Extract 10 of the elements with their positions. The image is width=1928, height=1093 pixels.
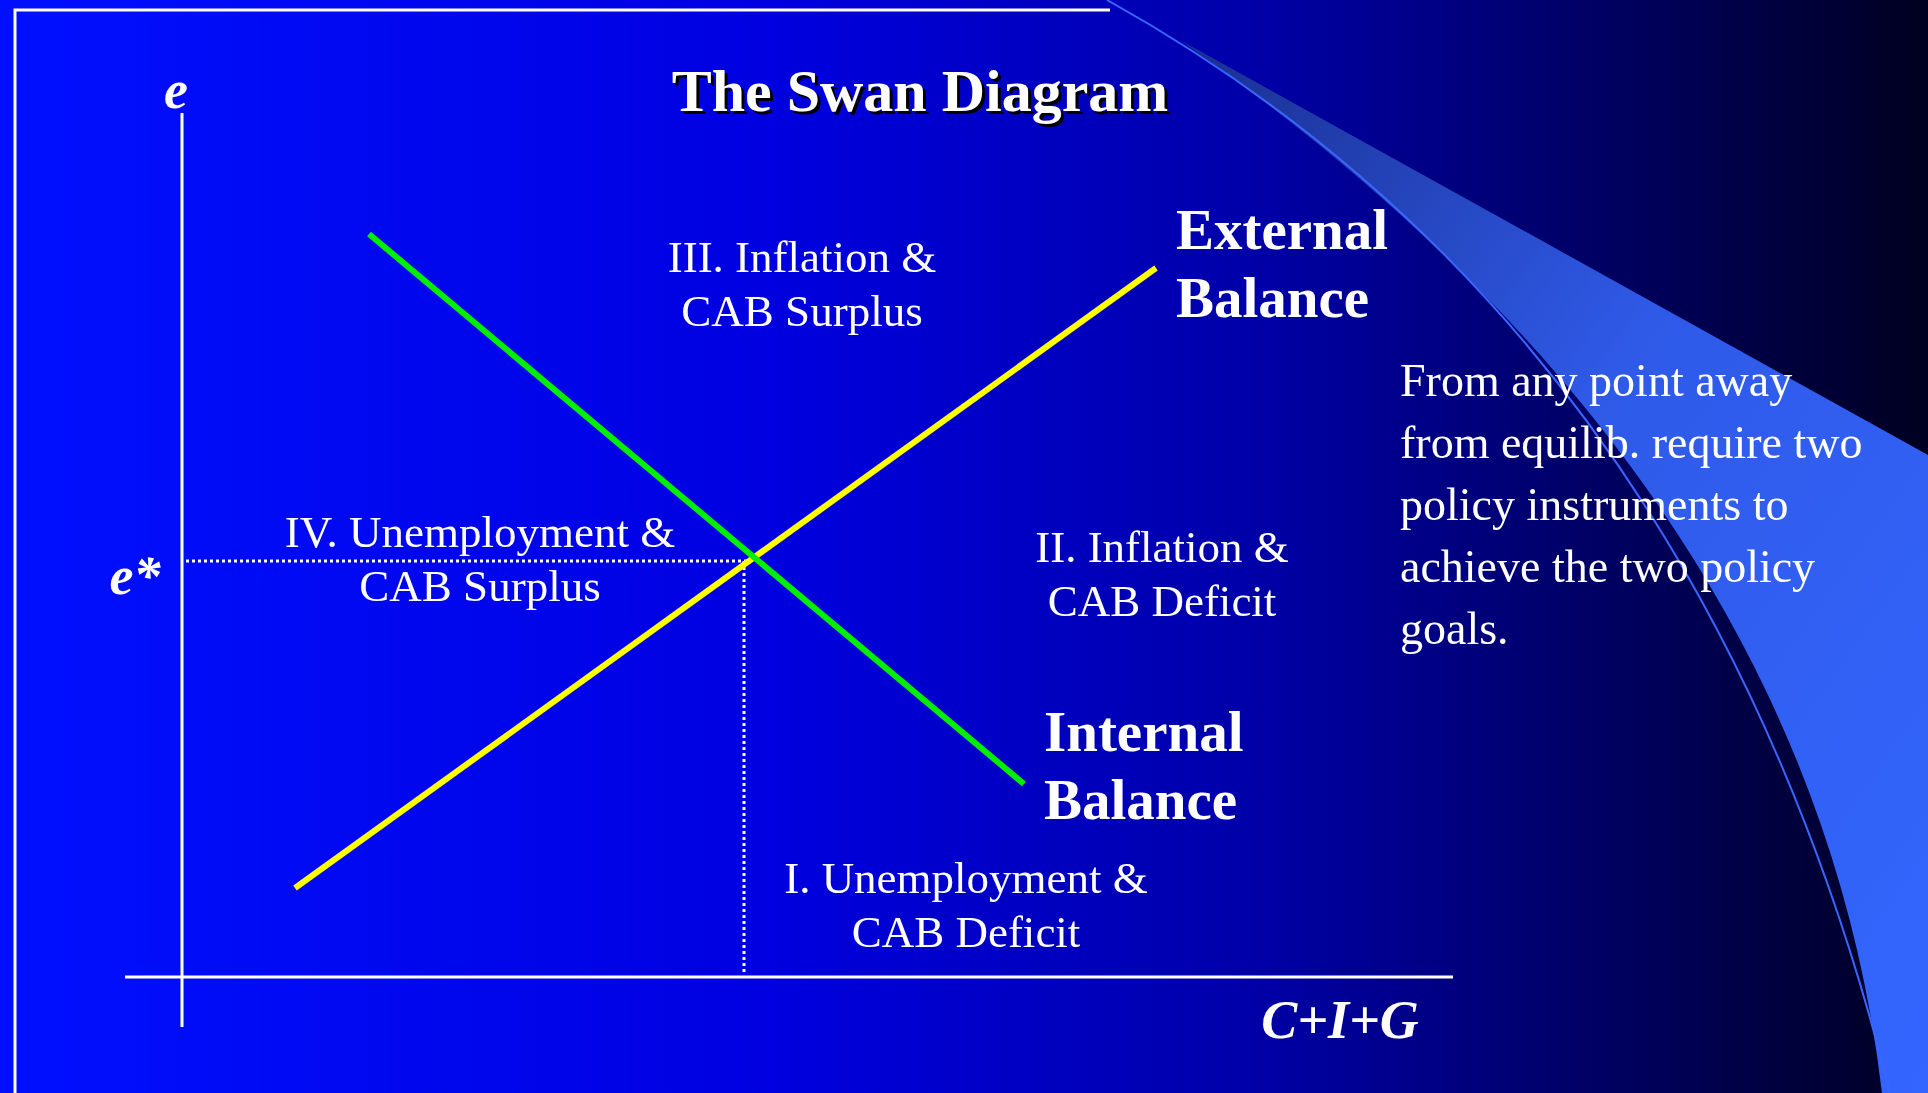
axis-label: e	[163, 60, 189, 120]
region-label: III. Inflation & CAB Surplus	[666, 231, 938, 338]
region-label: II. Inflation & CAB Deficit	[1034, 521, 1290, 628]
curve-label: External Balance	[1176, 197, 1390, 331]
axis-label: e*	[108, 546, 162, 606]
title: The Swan Diagram	[670, 58, 1170, 124]
region-label: I. Unemployment & CAB Deficit	[783, 852, 1149, 959]
axis-label: C+I+G	[1260, 990, 1420, 1050]
region-label: IV. Unemployment & CAB Surplus	[283, 506, 677, 613]
curve-label: Internal Balance	[1044, 699, 1245, 833]
